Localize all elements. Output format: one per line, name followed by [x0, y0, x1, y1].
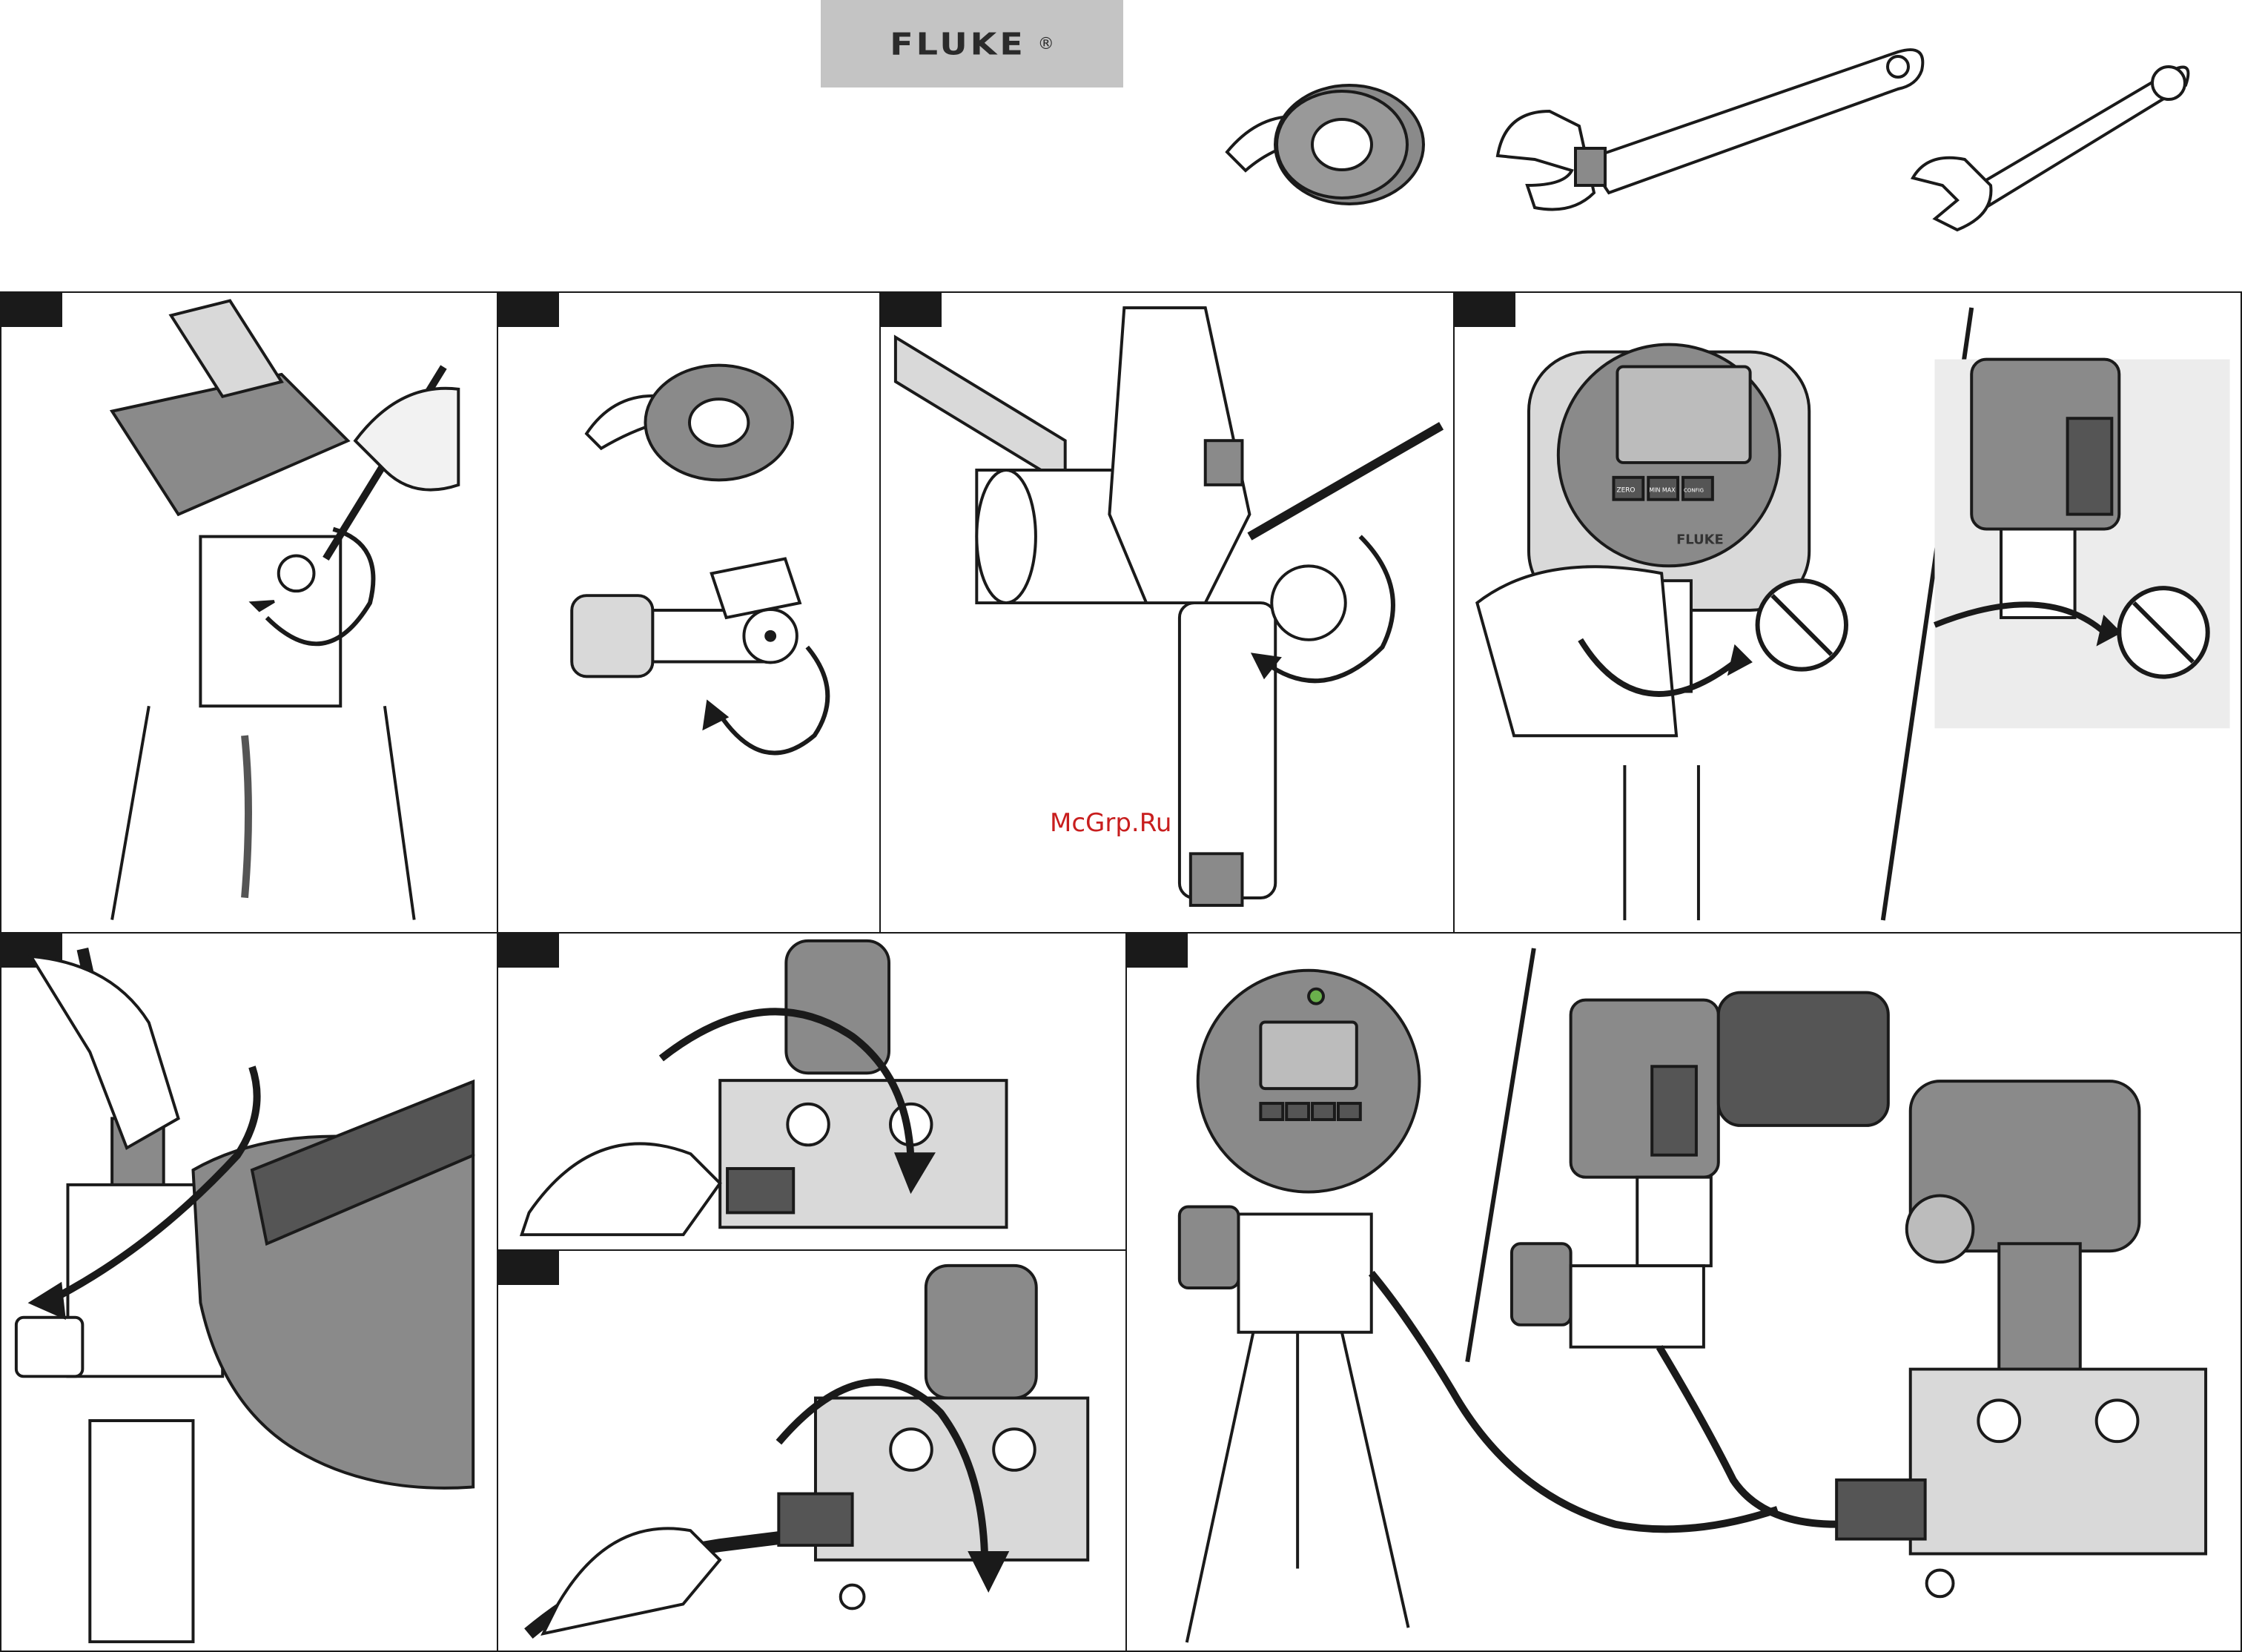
step-6-illustration: [498, 934, 1125, 1249]
step-2-illustration: [498, 293, 879, 932]
adjustable-wrench-icon: [1498, 50, 1922, 209]
watermark: McGrp.Ru: [1050, 808, 1171, 838]
gauge-brand-label: FLUKE: [1676, 532, 1724, 547]
step-panel-5: [0, 932, 498, 1652]
step-5-illustration: [1, 934, 497, 1651]
step-panel-1: [0, 291, 498, 934]
ptfe-tape-icon: [1227, 85, 1423, 204]
step-7-illustration: [498, 1251, 1125, 1651]
step-panel-8: [1125, 932, 2242, 1652]
tools-illustration: [0, 0, 2242, 282]
step-panel-2: [497, 291, 881, 934]
step-8-illustration: [1127, 934, 2241, 1651]
step-1-illustration: [1, 293, 497, 932]
gauge-button-minmax: MIN MAX: [1649, 487, 1676, 494]
step-panel-4: ZERO MIN MAX CONFIG FLUKE: [1453, 291, 2242, 934]
gauge-button-zero: ZERO: [1616, 487, 1635, 495]
gauge-button-config: CONFIG: [1684, 488, 1704, 494]
open-end-wrench-icon: [1913, 67, 2188, 230]
step-panel-6: [497, 932, 1127, 1251]
step-panel-7: [497, 1249, 1127, 1652]
step-4-illustration: ZERO MIN MAX CONFIG FLUKE: [1455, 293, 2241, 932]
